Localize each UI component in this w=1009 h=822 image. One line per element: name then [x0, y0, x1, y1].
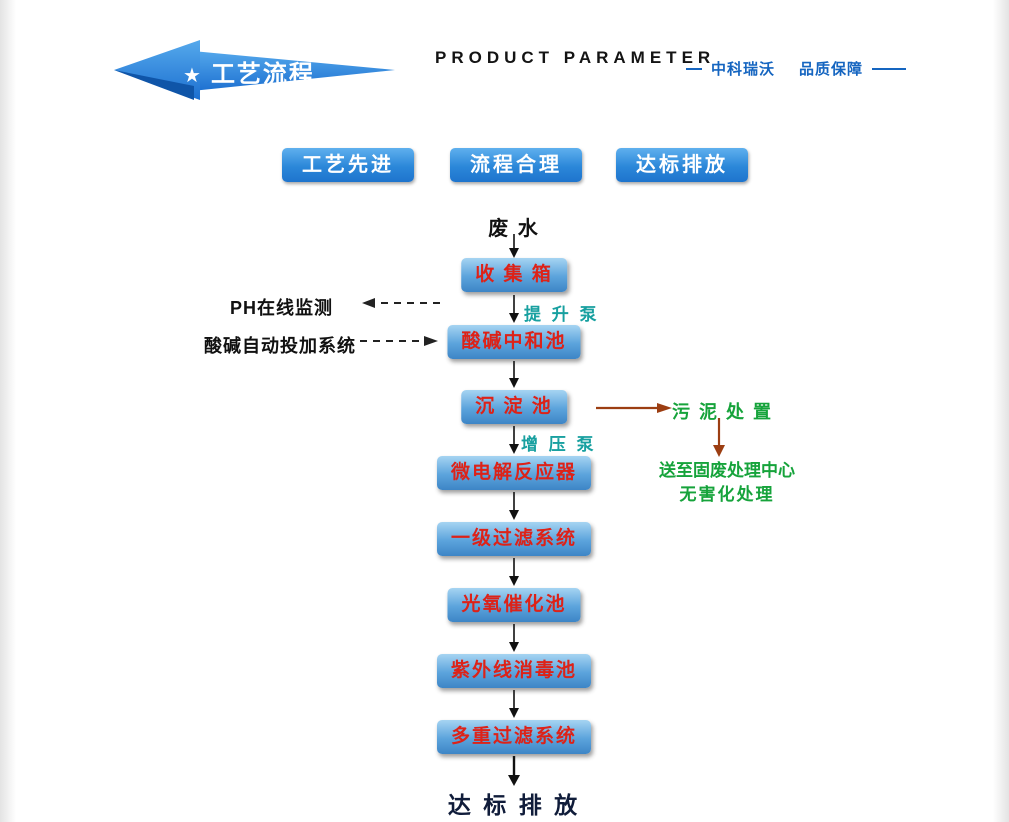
section-title: PRODUCT PARAMETER	[435, 48, 716, 67]
step-sedimentation-pool: 沉 淀 池	[461, 390, 567, 424]
booster-pump-label: 增 压 泵	[521, 435, 597, 454]
dashed-arrow-left	[362, 298, 440, 308]
lift-pump-label: 提 升 泵	[524, 305, 600, 324]
flow-outcome-label: 达 标 排 放	[447, 792, 581, 818]
star-icon: ★	[183, 65, 203, 87]
down-arrow	[509, 295, 519, 323]
banner-arrow-shape	[114, 40, 395, 100]
left-edge-shade	[0, 0, 16, 822]
badge-standard-discharge: 达标排放	[616, 148, 748, 182]
brand-rule-left	[686, 67, 702, 70]
step-microelectrolysis-reactor: 微电解反应器	[436, 456, 592, 490]
sludge-down-arrow	[713, 418, 725, 457]
step-uv-disinfection-pool: 紫外线消毒池	[436, 654, 592, 688]
badge-advanced-process: 工艺先进	[282, 148, 414, 182]
banner-title: ★ 工艺流程	[183, 54, 343, 89]
down-arrow	[509, 624, 519, 652]
step-collection-tank: 收 集 箱	[461, 258, 567, 292]
right-edge-shade	[993, 0, 1009, 822]
down-arrow	[509, 492, 519, 520]
down-arrow	[509, 690, 519, 718]
sludge-destination-line1: 送至固废处理中心	[659, 461, 795, 480]
banner-title-label: 工艺流程	[210, 61, 315, 88]
step-primary-filter-system: 一级过滤系统	[436, 522, 592, 556]
brand-slogan: 品质保障	[799, 61, 864, 78]
badge-reasonable-flow: 流程合理	[450, 148, 582, 182]
down-arrow-final	[508, 756, 520, 786]
step-photo-oxidation-pool: 光氧催化池	[447, 588, 581, 622]
dashed-arrow-right	[360, 336, 438, 346]
step-multi-filter-system: 多重过滤系统	[436, 720, 592, 754]
dosing-system-label: 酸碱自动投加系统	[204, 336, 356, 356]
brand-rule-right	[872, 67, 907, 70]
brand-line: 中科瑞沃 品质保障	[686, 58, 907, 79]
sludge-branch-arrow	[596, 403, 672, 413]
sludge-disposal-label: 污 泥 处 置	[672, 402, 774, 422]
down-arrow	[509, 361, 519, 388]
flow-source-wastewater: 废 水	[488, 218, 540, 240]
down-arrow	[509, 234, 519, 258]
sludge-destination-line2: 无害化处理	[679, 485, 775, 504]
ph-monitoring-label: PH在线监测	[230, 298, 334, 318]
step-neutralization-pool: 酸碱中和池	[447, 325, 581, 359]
down-arrow	[509, 426, 519, 454]
brand-name: 中科瑞沃	[711, 61, 776, 78]
down-arrow	[509, 558, 519, 586]
